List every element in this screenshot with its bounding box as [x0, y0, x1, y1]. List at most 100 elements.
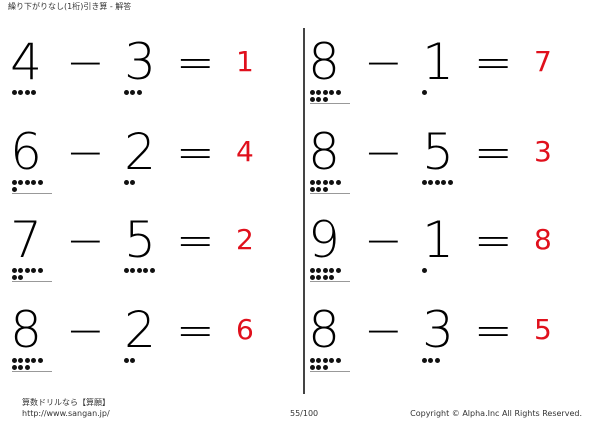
count-dot: [316, 275, 322, 280]
count-dot: [434, 180, 440, 185]
count-dot: [335, 268, 341, 273]
page-number: 55/100: [290, 409, 319, 418]
counting-dots: [124, 90, 172, 97]
count-dot: [316, 97, 322, 102]
count-dot: [31, 358, 37, 363]
count-dot: [31, 180, 37, 185]
count-dot: [24, 365, 30, 370]
dot-underline: [310, 371, 350, 372]
site-url[interactable]: http://www.sangan.jp/: [22, 409, 110, 418]
answer: 6: [236, 313, 254, 346]
count-dot: [316, 180, 322, 185]
count-dot: [310, 187, 315, 192]
count-dot: [322, 180, 328, 185]
count-dot: [447, 180, 453, 185]
subtraction-problem: 8−2=6: [8, 304, 298, 376]
count-dot: [143, 268, 149, 273]
count-dot: [130, 180, 136, 185]
count-dot: [322, 187, 328, 192]
dot-underline: [12, 371, 52, 372]
count-dot: [316, 358, 322, 363]
minuend: 8: [308, 123, 340, 181]
minus-sign: −: [364, 125, 403, 179]
minuend: 9: [308, 211, 340, 269]
counting-dots: [422, 268, 470, 275]
count-dot: [24, 268, 30, 273]
count-dot: [329, 358, 335, 363]
subtrahend: 1: [422, 33, 454, 91]
count-dot: [322, 358, 328, 363]
count-dot: [130, 268, 136, 273]
count-dot: [18, 275, 24, 280]
minus-sign: −: [66, 213, 105, 267]
count-dot: [31, 268, 37, 273]
count-dot: [12, 275, 17, 280]
count-dot: [12, 180, 17, 185]
page-title: 繰り下がりなし(1桁)引き算 - 解答: [8, 2, 132, 11]
counting-dots: [124, 268, 172, 275]
count-dot: [130, 90, 136, 95]
count-dot: [37, 358, 43, 363]
subtrahend: 5: [124, 211, 156, 269]
count-dot: [335, 358, 341, 363]
minus-sign: −: [66, 303, 105, 357]
count-dot: [24, 180, 30, 185]
count-dot: [322, 268, 328, 273]
dot-underline: [12, 193, 52, 194]
count-dot: [322, 97, 328, 102]
count-dot: [310, 358, 315, 363]
count-dot: [322, 90, 328, 95]
equals-sign: =: [176, 35, 215, 89]
counting-dots: [12, 358, 60, 372]
count-dot: [329, 180, 335, 185]
count-dot: [12, 187, 17, 192]
minus-sign: −: [66, 35, 105, 89]
count-dot: [31, 90, 37, 95]
subtrahend: 2: [124, 123, 156, 181]
counting-dots: [310, 358, 358, 372]
subtraction-problem: 8−3=5: [306, 304, 596, 376]
count-dot: [18, 268, 24, 273]
count-dot: [124, 268, 129, 273]
count-dot: [124, 358, 129, 363]
count-dot: [422, 180, 427, 185]
dot-underline: [12, 281, 52, 282]
answer: 5: [534, 313, 552, 346]
count-dot: [434, 358, 440, 363]
subtraction-problem: 8−5=3: [306, 126, 596, 198]
counting-dots: [12, 180, 60, 194]
count-dot: [329, 90, 335, 95]
answer: 2: [236, 223, 254, 256]
minuend: 8: [308, 33, 340, 91]
subtrahend: 1: [422, 211, 454, 269]
counting-dots: [12, 268, 60, 282]
dot-underline: [310, 193, 350, 194]
count-dot: [310, 268, 315, 273]
equals-sign: =: [176, 303, 215, 357]
site-name: 算数ドリルなら【算願】: [22, 398, 110, 407]
count-dot: [37, 268, 43, 273]
count-dot: [316, 268, 322, 273]
counting-dots: [310, 90, 358, 104]
counting-dots: [422, 180, 470, 187]
count-dot: [149, 268, 155, 273]
count-dot: [441, 180, 447, 185]
minus-sign: −: [364, 213, 403, 267]
count-dot: [310, 97, 315, 102]
minus-sign: −: [364, 303, 403, 357]
minuend: 6: [10, 123, 42, 181]
count-dot: [130, 358, 136, 363]
count-dot: [12, 90, 17, 95]
count-dot: [18, 358, 24, 363]
minuend: 4: [10, 33, 42, 91]
dot-underline: [310, 103, 350, 104]
count-dot: [335, 90, 341, 95]
count-dot: [18, 180, 24, 185]
count-dot: [422, 90, 427, 95]
count-dot: [124, 90, 129, 95]
count-dot: [310, 90, 315, 95]
count-dot: [136, 268, 142, 273]
count-dot: [12, 365, 17, 370]
count-dot: [18, 90, 24, 95]
count-dot: [310, 365, 315, 370]
